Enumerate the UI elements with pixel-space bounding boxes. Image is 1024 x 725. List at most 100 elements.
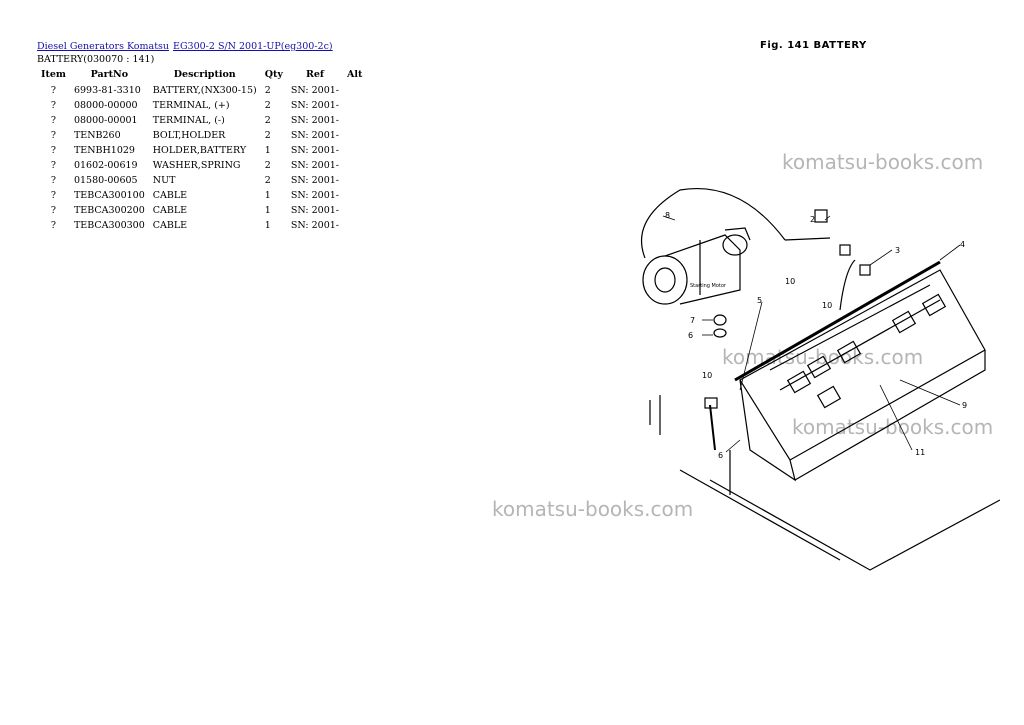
cell-alt bbox=[343, 128, 366, 143]
column-header-ref: Ref bbox=[305, 69, 324, 80]
callout-6: 6 bbox=[688, 331, 693, 340]
cell-qty: 2 bbox=[264, 175, 271, 186]
callout-11: 11 bbox=[915, 448, 925, 457]
cell-part-number: TEBCA300300 bbox=[73, 220, 145, 231]
starting-motor-label: Starting Motor bbox=[690, 283, 727, 289]
cell-part-number: 08000-00000 bbox=[73, 100, 138, 111]
cell-qty: 2 bbox=[264, 100, 271, 111]
cell-part-number: 08000-00001 bbox=[73, 115, 138, 126]
cell-alt bbox=[343, 218, 366, 233]
cell-part-number: 01580-00605 bbox=[73, 175, 138, 186]
cell-qty: 2 bbox=[264, 160, 271, 171]
table-row: ? TENB260 BOLT,HOLDER 2 SN: 2001- bbox=[37, 128, 366, 143]
callout-2: 2 bbox=[810, 215, 815, 224]
watermark: komatsu-books.com bbox=[492, 497, 694, 521]
callout-9: 9 bbox=[962, 401, 967, 410]
cell-qty: 1 bbox=[264, 205, 271, 216]
battery-holder-bar bbox=[734, 260, 941, 382]
cell-description: CABLE bbox=[152, 220, 188, 231]
cell-ref: SN: 2001- bbox=[290, 160, 339, 171]
callout-5: 5 bbox=[757, 296, 762, 305]
cell-item: ? bbox=[50, 85, 57, 96]
cell-description: NUT bbox=[152, 175, 176, 186]
table-row: ? TENBH1029 HOLDER,BATTERY 1 SN: 2001- bbox=[37, 143, 366, 158]
cell-ref: SN: 2001- bbox=[290, 175, 339, 186]
cell-alt bbox=[343, 83, 366, 98]
table-row: ? 01602-00619 WASHER,SPRING 2 SN: 2001- bbox=[37, 158, 366, 173]
table-row: ? TEBCA300100 CABLE 1 SN: 2001- bbox=[37, 188, 366, 203]
cell-ref: SN: 2001- bbox=[290, 100, 339, 111]
cell-ref: SN: 2001- bbox=[290, 145, 339, 156]
table-header-row: Item PartNo Description Qty Ref Alt bbox=[37, 66, 366, 83]
cell-ref: SN: 2001- bbox=[290, 205, 339, 216]
cell-item: ? bbox=[50, 205, 57, 216]
cell-description: BOLT,HOLDER bbox=[152, 130, 226, 141]
column-header-qty: Qty bbox=[264, 69, 283, 80]
cell-qty: 2 bbox=[264, 130, 271, 141]
callout-6: 6 bbox=[718, 451, 723, 460]
cell-qty: 2 bbox=[264, 115, 271, 126]
cell-alt bbox=[343, 113, 366, 128]
cell-item: ? bbox=[50, 160, 57, 171]
cell-qty: 1 bbox=[264, 190, 271, 201]
cell-description: TERMINAL, (+) bbox=[152, 100, 230, 111]
callout-8: 8 bbox=[665, 211, 670, 220]
parts-table: Item PartNo Description Qty Ref Alt ? 6993-81-… bbox=[37, 66, 366, 233]
cell-qty: 1 bbox=[264, 220, 271, 231]
breadcrumb-link-model[interactable]: EG300-2 S/N 2001-UP(eg300-2c) bbox=[173, 41, 333, 52]
cell-part-number: TEBCA300200 bbox=[73, 205, 145, 216]
cell-part-number: TEBCA300100 bbox=[73, 190, 145, 201]
cell-part-number: TENBH1029 bbox=[73, 145, 135, 156]
section-title: BATTERY(030070 : 141) bbox=[37, 54, 155, 65]
callout-7: 7 bbox=[690, 316, 695, 325]
starting-motor-illustration bbox=[642, 227, 751, 305]
battery-exploded-diagram: 2 3 4 5 6 7 8 9 10 10 10 11 6 Starting M… bbox=[641, 188, 1000, 571]
column-header-partno: PartNo bbox=[90, 69, 129, 80]
cell-ref: SN: 2001- bbox=[290, 85, 339, 96]
cell-ref: SN: 2001- bbox=[290, 190, 339, 201]
column-header-item: Item bbox=[41, 69, 66, 80]
table-row: ? 01580-00605 NUT 2 SN: 2001- bbox=[37, 173, 366, 188]
cell-item: ? bbox=[50, 190, 57, 201]
cell-part-number: 01602-00619 bbox=[73, 160, 138, 171]
callout-10: 10 bbox=[822, 301, 832, 310]
cell-qty: 2 bbox=[264, 85, 271, 96]
cell-ref: SN: 2001- bbox=[290, 115, 339, 126]
cell-item: ? bbox=[50, 220, 57, 231]
cable-line bbox=[641, 188, 786, 259]
table-row: ? TEBCA300200 CABLE 1 SN: 2001- bbox=[37, 203, 366, 218]
watermark: komatsu-books.com bbox=[792, 415, 994, 439]
cell-ref: SN: 2001- bbox=[290, 220, 339, 231]
table-row: ? 08000-00000 TERMINAL, (+) 2 SN: 2001- bbox=[37, 98, 366, 113]
cell-part-number: TENB260 bbox=[73, 130, 121, 141]
battery-case-illustration bbox=[739, 269, 986, 482]
cell-item: ? bbox=[50, 175, 57, 186]
cell-alt bbox=[343, 158, 366, 173]
cell-description: BATTERY,(NX300-15) bbox=[152, 85, 257, 96]
callout-4: 4 bbox=[960, 240, 965, 249]
cell-description: WASHER,SPRING bbox=[152, 160, 241, 171]
figure-title: Fig. 141 BATTERY bbox=[760, 40, 867, 51]
watermark: komatsu-books.com bbox=[782, 150, 984, 174]
column-header-description: Description bbox=[173, 69, 236, 80]
cell-alt bbox=[343, 98, 366, 113]
cell-ref: SN: 2001- bbox=[290, 130, 339, 141]
cell-item: ? bbox=[50, 115, 57, 126]
table-row: ? 6993-81-3310 BATTERY,(NX300-15) 2 SN: 2001… bbox=[37, 83, 366, 98]
cell-alt bbox=[343, 173, 366, 188]
cell-description: CABLE bbox=[152, 205, 188, 216]
cell-description: HOLDER,BATTERY bbox=[152, 145, 247, 156]
cell-qty: 1 bbox=[264, 145, 271, 156]
cell-description: TERMINAL, (-) bbox=[152, 115, 225, 126]
cell-item: ? bbox=[50, 130, 57, 141]
cell-part-number: 6993-81-3310 bbox=[73, 85, 141, 96]
cell-item: ? bbox=[50, 100, 57, 111]
cell-alt bbox=[343, 188, 366, 203]
cell-description: CABLE bbox=[152, 190, 188, 201]
breadcrumb-link-category[interactable]: Diesel Generators Komatsu bbox=[37, 41, 170, 52]
column-header-alt: Alt bbox=[347, 69, 363, 80]
cell-item: ? bbox=[50, 145, 57, 156]
